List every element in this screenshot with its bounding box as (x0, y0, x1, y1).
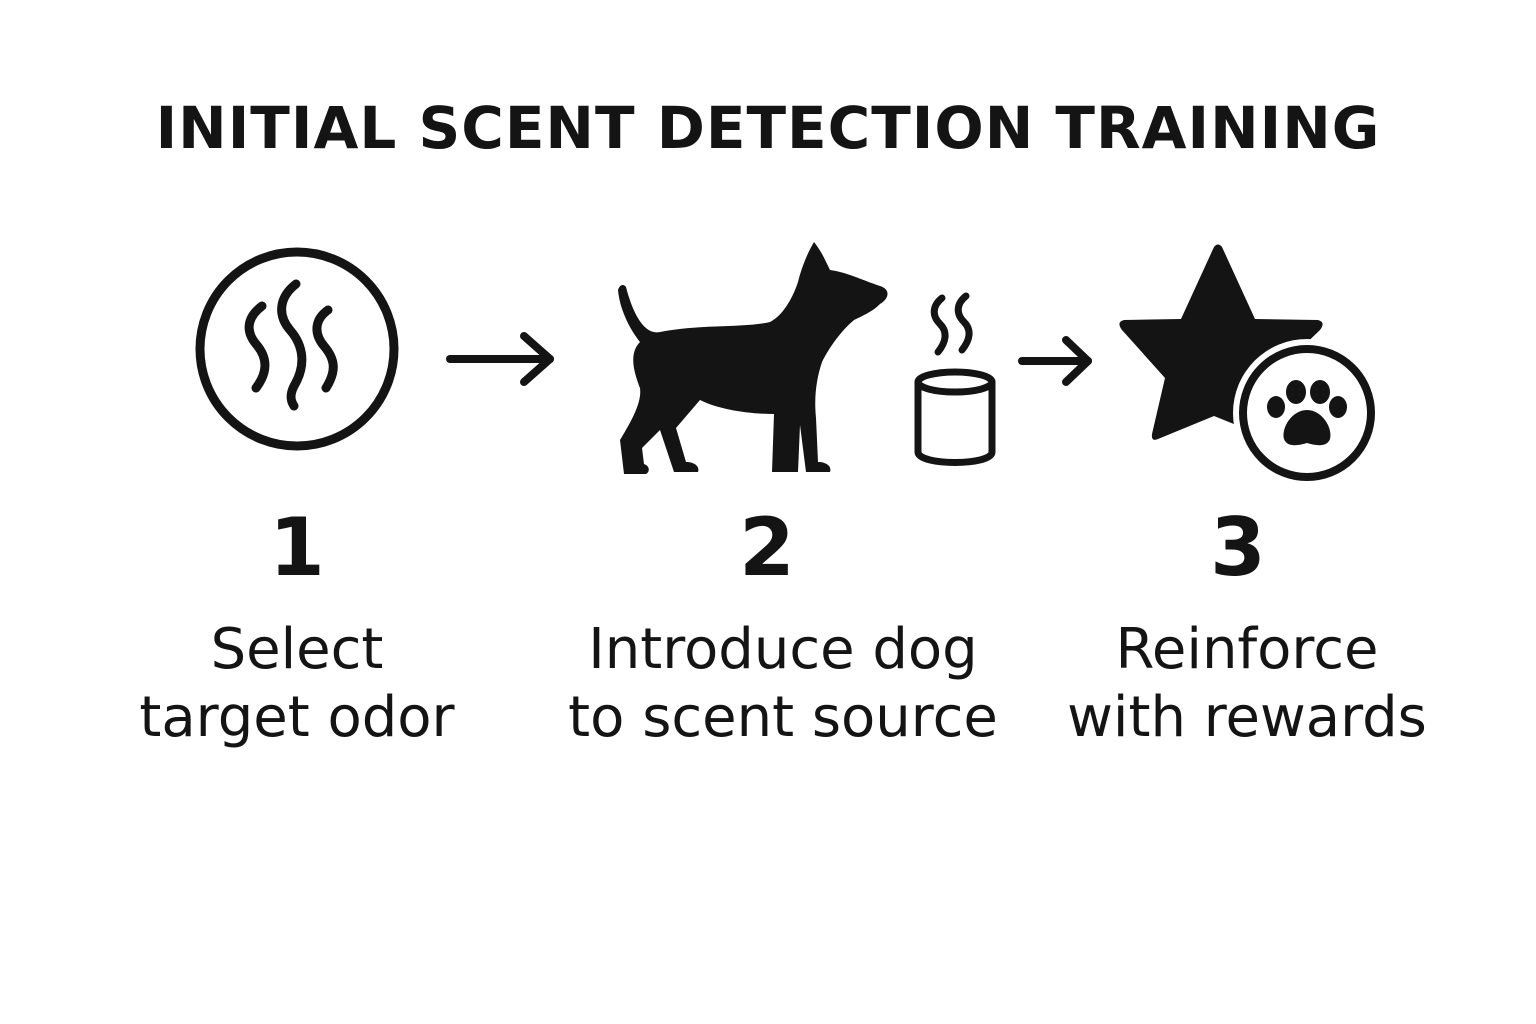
step-label-2: Introduce dog to scent source (523, 616, 1043, 752)
step-number-1: 1 (269, 501, 325, 594)
scent-canister-icon (914, 292, 996, 466)
step-label-3: Reinforce with rewards (987, 616, 1507, 752)
right-arrow-icon (1018, 336, 1092, 386)
step-label-1: Select target odor (37, 616, 557, 752)
step-label-1-line-1: Select (210, 617, 384, 682)
step-label-1-line-2: target odor (139, 685, 455, 750)
paw-badge-icon (1233, 339, 1381, 487)
diagram-title: INITIAL SCENT DETECTION TRAINING (155, 94, 1381, 162)
step-label-2-line-2: to scent source (568, 685, 998, 750)
step-number-2: 2 (739, 501, 795, 594)
step-number-3: 3 (1210, 501, 1266, 594)
star-icon (1119, 244, 1323, 442)
odor-waves-circle-icon (195, 247, 399, 451)
right-arrow-icon (446, 332, 554, 386)
step-label-3-line-1: Reinforce (1115, 617, 1379, 682)
step-label-3-line-2: with rewards (1067, 685, 1427, 750)
dog-silhouette-icon (618, 242, 888, 474)
step-label-2-line-1: Introduce dog (588, 617, 978, 682)
